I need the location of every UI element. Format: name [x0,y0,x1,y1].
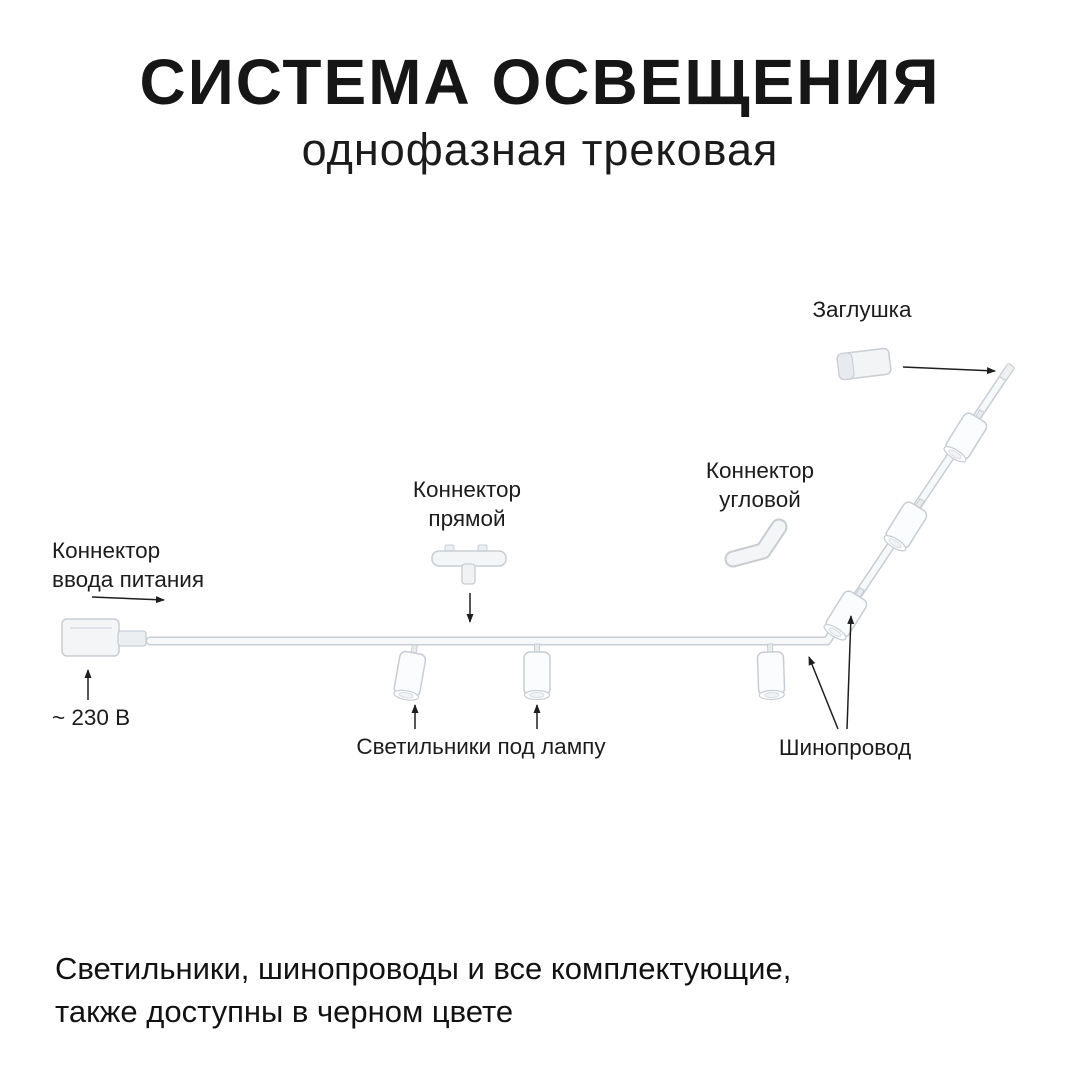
footer-note: Светильники, шинопроводы и все комплекту… [55,951,792,1029]
spotlight-fixture [940,403,994,466]
label-power-connector: Коннектор ввода питания [52,538,205,593]
label-track: Шинопровод [778,735,912,760]
label-voltage: ~ 230 В [52,705,131,730]
annotation-arrow [902,366,996,375]
spotlight-fixture [391,641,429,703]
annotation-arrow [846,615,855,730]
page-subtitle: однофазная трековая [301,124,779,175]
spotlight-fixture [523,643,551,701]
power-connector-icon [61,618,147,657]
straight-connector-icon [431,544,507,585]
annotation-arrow [808,656,839,730]
label-straight-connector: Коннектор прямой [412,477,522,532]
end-cap-icon [836,347,892,381]
corner-connector-icon [724,518,788,568]
spotlight-fixture [756,642,786,701]
annotation-arrow [91,596,165,604]
spotlight-fixture [880,492,934,555]
track-path [145,363,1015,646]
label-end-cap: Заглушка [812,297,912,322]
annotation-arrows [84,366,996,730]
page-title: СИСТЕМА ОСВЕЩЕНИЯ [139,46,941,118]
label-corner-connector: Коннектор угловой [705,458,815,513]
track-end-cap [999,363,1015,381]
label-fixtures: Светильники под лампу [356,734,606,759]
